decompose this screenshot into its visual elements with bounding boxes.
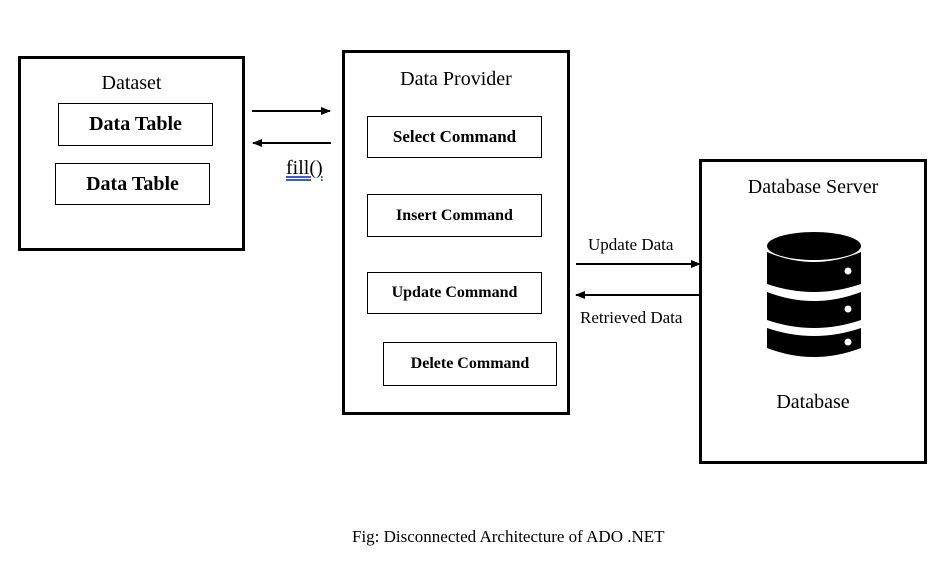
select-command-label: Select Command (392, 127, 517, 146)
database-label: Database (776, 391, 850, 413)
delete-command-label: Delete Command (410, 355, 530, 372)
data-provider-title: Data Provider (400, 68, 512, 90)
insert-command-box: Insert Command (367, 194, 542, 237)
database-icon (767, 232, 861, 357)
figure-caption: Fig: Disconnected Architecture of ADO .N… (352, 527, 665, 546)
insert-command-label: Insert Command (396, 206, 513, 224)
delete-command-box: Delete Command (383, 342, 557, 386)
retrieved-data-label: Retrieved Data (580, 308, 683, 327)
fill-label: fill() (286, 157, 323, 179)
database-server-title: Database Server (747, 176, 879, 198)
update-data-label: Update Data (588, 235, 674, 254)
update-command-box: Update Command (367, 272, 542, 314)
dataset-box: Dataset Data Table Data Table (18, 56, 245, 251)
select-command-box: Select Command (367, 116, 542, 158)
data-table-box-2: Data Table (55, 163, 210, 205)
database-server-box: Database Server Database (699, 159, 927, 464)
data-table-box-1: Data Table (58, 103, 213, 146)
dataset-title: Dataset (101, 72, 162, 94)
data-provider-box: Data Provider Select Command Insert Comm… (342, 50, 570, 415)
data-table-label-2: Data Table (86, 172, 179, 195)
update-command-label: Update Command (391, 284, 518, 301)
data-table-label-1: Data Table (89, 113, 182, 135)
